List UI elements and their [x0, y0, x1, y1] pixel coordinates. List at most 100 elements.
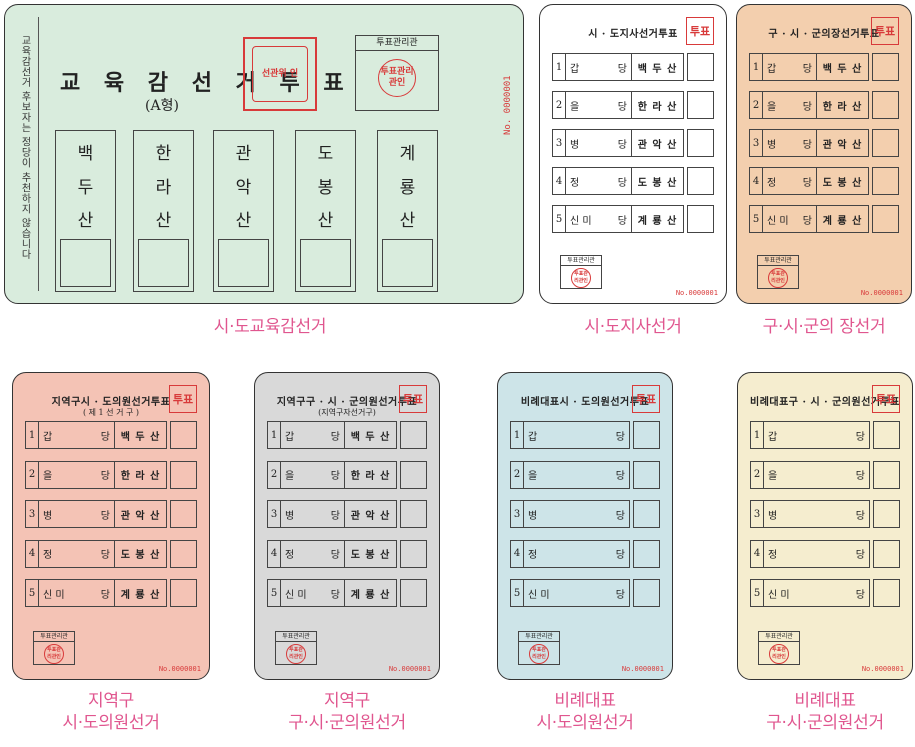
vote-box[interactable]: [170, 500, 197, 529]
vote-box[interactable]: [382, 239, 433, 287]
vote-box[interactable]: [400, 460, 427, 489]
vote-box[interactable]: [687, 167, 714, 195]
vote-box[interactable]: [687, 53, 714, 81]
vote-box[interactable]: [872, 91, 899, 119]
manager-box: 투표관리관 투표관리관인: [355, 35, 439, 111]
vote-box[interactable]: [873, 500, 900, 529]
candidate-name: 계 룡 산: [631, 205, 684, 233]
manager-seal: 투표관리관인: [286, 644, 306, 664]
vote-box[interactable]: [400, 539, 427, 568]
candidate-name: 관 악 산: [816, 129, 869, 157]
vote-box[interactable]: [873, 460, 900, 489]
candidate-name: 계 룡 산: [816, 205, 869, 233]
seal-text: 선관위 인: [252, 46, 308, 102]
ballot-title: 비례대표구 · 시 · 군의원선거투표: [750, 397, 900, 408]
manager-seal: 투표관리관인: [571, 268, 591, 288]
vote-box[interactable]: [873, 539, 900, 568]
vote-box[interactable]: [872, 53, 899, 81]
serial-number: No.0000001: [675, 289, 718, 297]
vote-box[interactable]: [872, 205, 899, 233]
caption-line-1: 시·도지사선거: [584, 317, 682, 337]
manager-label: 투표관리관: [276, 632, 316, 642]
caption-line-1: 비례대표: [554, 691, 616, 711]
manager-label: 투표관리관: [759, 632, 799, 642]
party-number: 4: [552, 167, 565, 195]
vote-box[interactable]: [218, 239, 269, 287]
vote-box[interactable]: [170, 579, 197, 608]
vote-box[interactable]: [873, 579, 900, 608]
vote-box[interactable]: [633, 500, 660, 529]
candidate-name: 도 봉 산: [631, 167, 684, 195]
vote-box[interactable]: [170, 460, 197, 489]
ballot-education-superintendent: 교육감선거 후보자는 정당이 추천하지 않습니다 교 육 감 선 거 투 표 (…: [4, 4, 524, 304]
vote-box[interactable]: [687, 205, 714, 233]
ballot-subtitle: (A형): [145, 98, 179, 114]
election-commission-seal: 선관위 인: [243, 37, 317, 111]
vote-box[interactable]: [633, 421, 660, 449]
ballot-seal: 투표: [169, 385, 197, 413]
manager-label: 투표관리관: [356, 36, 438, 51]
vote-box[interactable]: [633, 579, 660, 608]
vote-box[interactable]: [170, 421, 197, 449]
party-number: 5: [267, 579, 280, 608]
vote-box[interactable]: [687, 129, 714, 157]
party-number: 4: [267, 539, 280, 568]
vote-box[interactable]: [400, 500, 427, 529]
party-number: 2: [749, 91, 762, 119]
party-number: 4: [25, 539, 38, 568]
vote-box[interactable]: [872, 167, 899, 195]
vote-box[interactable]: [300, 239, 351, 287]
vote-box[interactable]: [633, 539, 660, 568]
vote-box[interactable]: [400, 421, 427, 449]
serial-number: No.0000001: [158, 665, 201, 673]
ballot-side-notice: 교육감선거 후보자는 정당이 추천하지 않습니다: [11, 17, 39, 291]
ballot-subtitle: ( 제 1 선 거 구 ): [82, 408, 140, 417]
candidate-name: 한 라 산: [816, 91, 869, 119]
vote-box[interactable]: [687, 91, 714, 119]
serial-number: No.0000001: [621, 665, 664, 673]
vote-box[interactable]: [170, 539, 197, 568]
caption-line-2: 구·시·군의원선거: [766, 713, 884, 733]
ballot-seal: 투표: [686, 17, 714, 45]
manager-seal: 투표관리관인: [768, 268, 788, 288]
vote-box[interactable]: [138, 239, 189, 287]
caption-line-1: 지역구: [323, 691, 371, 711]
vote-box[interactable]: [873, 421, 900, 449]
vote-box[interactable]: [633, 460, 660, 489]
caption-line-2: 구·시·군의원선거: [288, 713, 406, 733]
vote-box[interactable]: [872, 129, 899, 157]
vote-box[interactable]: [400, 579, 427, 608]
candidate-name: 관 악 산: [344, 500, 397, 529]
vote-box[interactable]: [60, 239, 111, 287]
